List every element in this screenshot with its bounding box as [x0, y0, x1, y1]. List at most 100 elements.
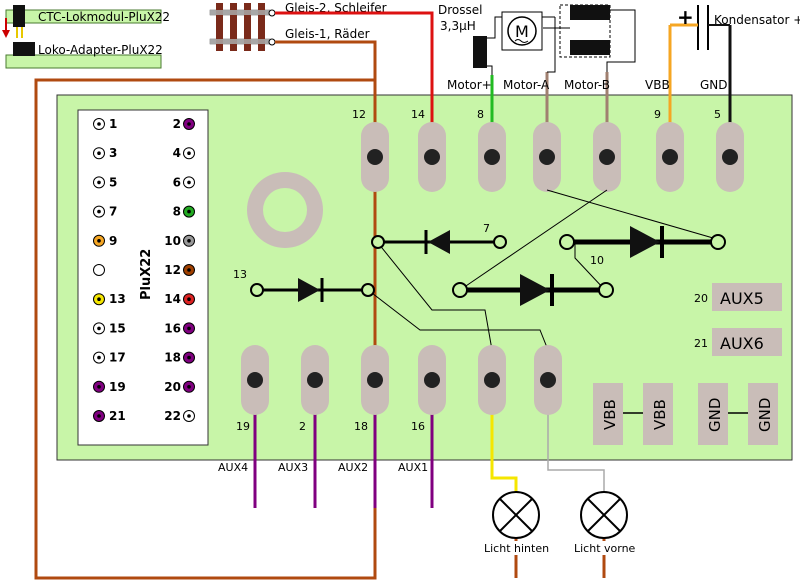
pin-number: 1: [109, 117, 117, 131]
plux22-pin-right-9: 18: [164, 351, 195, 365]
pin-number: 7: [109, 205, 117, 219]
capacitor-top-icon: [570, 5, 610, 20]
pad-16: 16: [411, 345, 446, 433]
plux22-pin-left-8: 15: [93, 321, 126, 335]
pad-number: 8: [477, 108, 484, 121]
pad-motor-a: [533, 122, 561, 192]
pad-number: 9: [654, 108, 661, 121]
pin-number: 9: [109, 234, 117, 248]
pin-number: 3: [109, 146, 117, 160]
pin-number: 12: [164, 263, 181, 277]
power-pads: VBB VBB GND GND: [593, 383, 778, 445]
aux5-number: 20: [694, 292, 708, 305]
plux22-pin-left-9: 17: [93, 351, 126, 365]
plux22-pin-left-6: [93, 264, 105, 276]
plux22-pin-right-1: 2: [173, 117, 195, 131]
licht-hinten-label: Licht hinten: [484, 542, 549, 555]
plux22-pin-left-10: 19: [93, 380, 126, 394]
gleis1-label: Gleis-1, Räder: [285, 27, 370, 41]
drossel-icon: [473, 36, 487, 68]
motor-symbol: M: [515, 22, 529, 41]
plux22-pin-left-4: 7: [93, 205, 117, 219]
pad-licht-hinten: [478, 345, 506, 415]
lamp-vorne-icon: [580, 491, 628, 539]
plux22-pin-right-4: 8: [173, 205, 195, 219]
gleis2-wire: [275, 11, 434, 125]
plux22-pin-left-1: 1: [93, 117, 117, 131]
pin-number: 2: [173, 117, 181, 131]
adapter-connector-icon: [13, 42, 35, 56]
pad-number: 14: [411, 108, 425, 121]
aux6-pad: [712, 328, 782, 356]
adapter-label: Loko-Adapter-PluX22: [38, 43, 163, 57]
aux2-label: AUX2: [338, 461, 368, 474]
pin-number: 13: [109, 292, 126, 306]
pin-marker: [93, 264, 105, 276]
lokmodul-board-icon: [5, 9, 162, 24]
vbb-pad-label: VBB: [601, 399, 619, 430]
pin-number: 6: [173, 175, 181, 189]
aux1-label: AUX1: [398, 461, 428, 474]
pad-2: 2: [299, 345, 329, 433]
vbb-pad-2: [643, 383, 673, 445]
gleis1-wire: [34, 40, 377, 580]
pin-number: 4: [173, 146, 181, 160]
pin-number: 19: [109, 380, 126, 394]
pin-number: 20: [164, 380, 181, 394]
vbb-pad-label: VBB: [651, 399, 669, 430]
motor-b-label: Motor-B: [564, 78, 610, 92]
motor-plus-label: Motor+: [447, 78, 492, 92]
pin-number: 15: [109, 321, 126, 335]
drossel-value: 3,3µH: [440, 19, 476, 33]
gnd-pad-label: GND: [706, 398, 724, 432]
aux5-pad: [712, 283, 782, 311]
pad-12: 12: [352, 108, 389, 192]
plux22-pin-right-7: 14: [164, 292, 195, 306]
lokmodul-connector-icon: [13, 5, 25, 27]
plux22-pin-right-3: 6: [173, 175, 195, 189]
licht-hinten-wire: [490, 412, 518, 492]
diode-label: 10: [590, 254, 604, 267]
pin-number: 10: [164, 234, 181, 248]
pad-number: 2: [299, 420, 306, 433]
motor-a-label: Motor-A: [503, 78, 550, 92]
diode-10: 10: [559, 226, 726, 267]
plux22-pin-right-11: 22: [164, 409, 195, 423]
pin-number: 18: [164, 351, 181, 365]
aux3-label: AUX3: [278, 461, 308, 474]
pin-number: 17: [109, 351, 126, 365]
kondensator-label: Kondensator +: [714, 13, 800, 27]
gnd-pad-label: GND: [756, 398, 774, 432]
plux22-pin-left-7: 13: [93, 292, 126, 306]
plux22-pin-left-11: 21: [93, 409, 126, 423]
bottom-pads: 19 2 18 16: [236, 345, 562, 433]
diode-label: 7: [483, 222, 490, 235]
pin-number: 14: [164, 292, 181, 306]
pad-motor-b: [593, 122, 621, 192]
adapter-board-icon: [5, 54, 162, 69]
pad-number: 5: [714, 108, 721, 121]
aux4-label: AUX4: [218, 461, 248, 474]
plux22-pin-left-3: 5: [93, 175, 117, 189]
kondensator-plus: +: [677, 5, 694, 29]
gnd-pad-1: [698, 383, 728, 445]
aux-wires: [253, 412, 434, 508]
pin-number: 16: [164, 321, 181, 335]
rail-track-icon: [209, 3, 276, 51]
pad-18: 18: [354, 345, 389, 433]
licht-vorne-label: Licht vorne: [574, 542, 636, 555]
plux22-pin-left-2: 3: [93, 146, 117, 160]
kondensator-icon: [670, 5, 730, 50]
diode-13: 13: [233, 268, 375, 302]
pad-14: 14: [411, 108, 446, 192]
vbb-pad-1: [593, 383, 623, 445]
legend: CTC-Lokmodul-PluX22 Loko-Adapter-PluX22: [2, 5, 170, 69]
diode-bridge-motor: [452, 274, 614, 306]
lokmodul-label: CTC-Lokmodul-PluX22: [38, 10, 170, 24]
top-pads: 12 14 8 9 5: [352, 108, 744, 192]
pin-number: 21: [109, 409, 126, 423]
pad-number: 18: [354, 420, 368, 433]
diode-label: 13: [233, 268, 247, 281]
plux22-pin-right-5: 10: [164, 234, 195, 248]
